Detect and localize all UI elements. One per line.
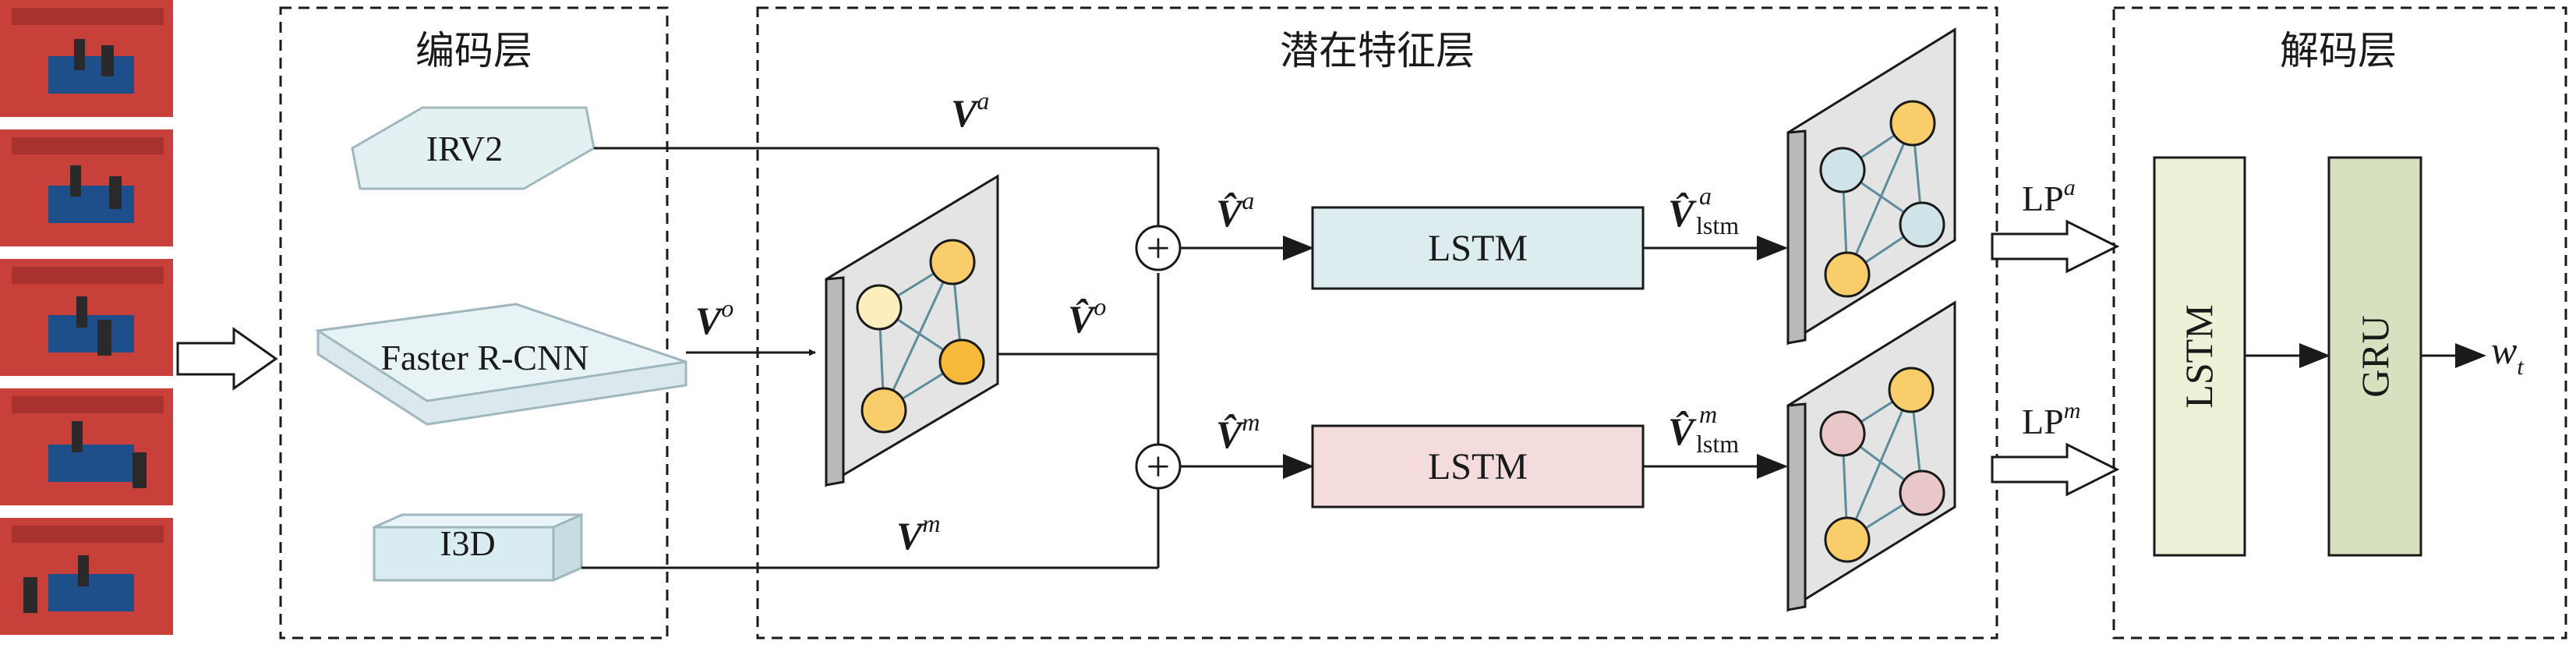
input-hollow-arrow (176, 327, 278, 391)
video-frame (0, 388, 173, 505)
sum-node-m: + (1135, 443, 1182, 490)
label-vhat-o: V̂o (1068, 292, 1106, 341)
svg-text:a: a (1699, 182, 1712, 210)
encoder-panel-title: 编码层 (415, 28, 532, 73)
lstm-a-module: LSTM (1311, 206, 1645, 290)
faster-rcnn-label: Faster R-CNN (380, 338, 588, 377)
irv2-label: IRV2 (426, 129, 504, 168)
label-vhat-lstm-a: V̂ a lstm (1668, 182, 1739, 239)
svg-text:m: m (1699, 400, 1717, 428)
label-vhat-m: V̂m (1216, 408, 1260, 456)
svg-text:lstm: lstm (1696, 430, 1739, 458)
faster-rcnn-encoder: Faster R-CNN (314, 303, 687, 426)
graph-node (1889, 100, 1936, 147)
latent-panel (756, 6, 1998, 640)
decoder-panel-title: 解码层 (2280, 28, 2397, 73)
label-lp-m: LPm (2022, 398, 2080, 441)
graph-node (929, 239, 976, 285)
graph-panel-a (1786, 27, 1956, 345)
lp-a-hollow-arrow (1991, 219, 2120, 274)
label-lp-a: LPa (2022, 175, 2076, 218)
lstm-m-label: LSTM (1428, 446, 1528, 487)
graph-node (1819, 410, 1866, 457)
video-frame (0, 518, 173, 635)
graph-node (1888, 367, 1935, 413)
label-vhat-a: V̂a (1216, 186, 1254, 235)
encoder-panel (279, 6, 669, 640)
svg-text:V̂: V̂ (1668, 191, 1697, 235)
svg-text:lstm: lstm (1696, 211, 1739, 239)
lstm-m-module: LSTM (1311, 424, 1645, 508)
i3d-encoder: I3D (373, 512, 583, 583)
video-frames (0, 0, 173, 635)
label-vo: Vo (695, 294, 733, 342)
irv2-encoder: IRV2 (351, 106, 595, 190)
video-frame (0, 0, 173, 117)
decoder-lstm-module: LSTM (2153, 156, 2246, 557)
object-graph-panel (825, 174, 999, 487)
graph-panel-m (1786, 300, 1956, 612)
video-frame (0, 129, 173, 246)
decoder-gru-label: GRU (2353, 315, 2397, 398)
decoder-gru-module: GRU (2327, 156, 2422, 557)
svg-text:V̂: V̂ (1668, 409, 1697, 453)
decoder-lstm-label: LSTM (2177, 304, 2221, 408)
latent-panel-title: 潜在特征层 (1280, 28, 1475, 73)
i3d-label: I3D (440, 523, 496, 563)
label-wt: wt (2491, 328, 2524, 380)
graph-node (1824, 251, 1871, 298)
graph-node (938, 338, 985, 385)
label-vm: Vm (896, 509, 940, 558)
graph-node (856, 284, 903, 331)
label-vhat-lstm-m: V̂ m lstm (1668, 400, 1739, 458)
label-va: Va (951, 87, 989, 135)
graph-node (860, 387, 907, 434)
graph-node (1899, 470, 1945, 516)
sum-node-a-symbol: + (1147, 225, 1170, 271)
lp-m-hollow-arrow (1991, 442, 2120, 497)
video-frame (0, 259, 173, 376)
graph-node (1824, 516, 1871, 563)
sum-node-a: + (1135, 225, 1182, 271)
connectors (581, 147, 2486, 569)
graph-node (1899, 201, 1945, 248)
lstm-a-label: LSTM (1428, 228, 1528, 269)
decoder-panel (2112, 6, 2567, 640)
sum-node-m-symbol: + (1147, 443, 1170, 490)
graph-node (1819, 147, 1866, 193)
